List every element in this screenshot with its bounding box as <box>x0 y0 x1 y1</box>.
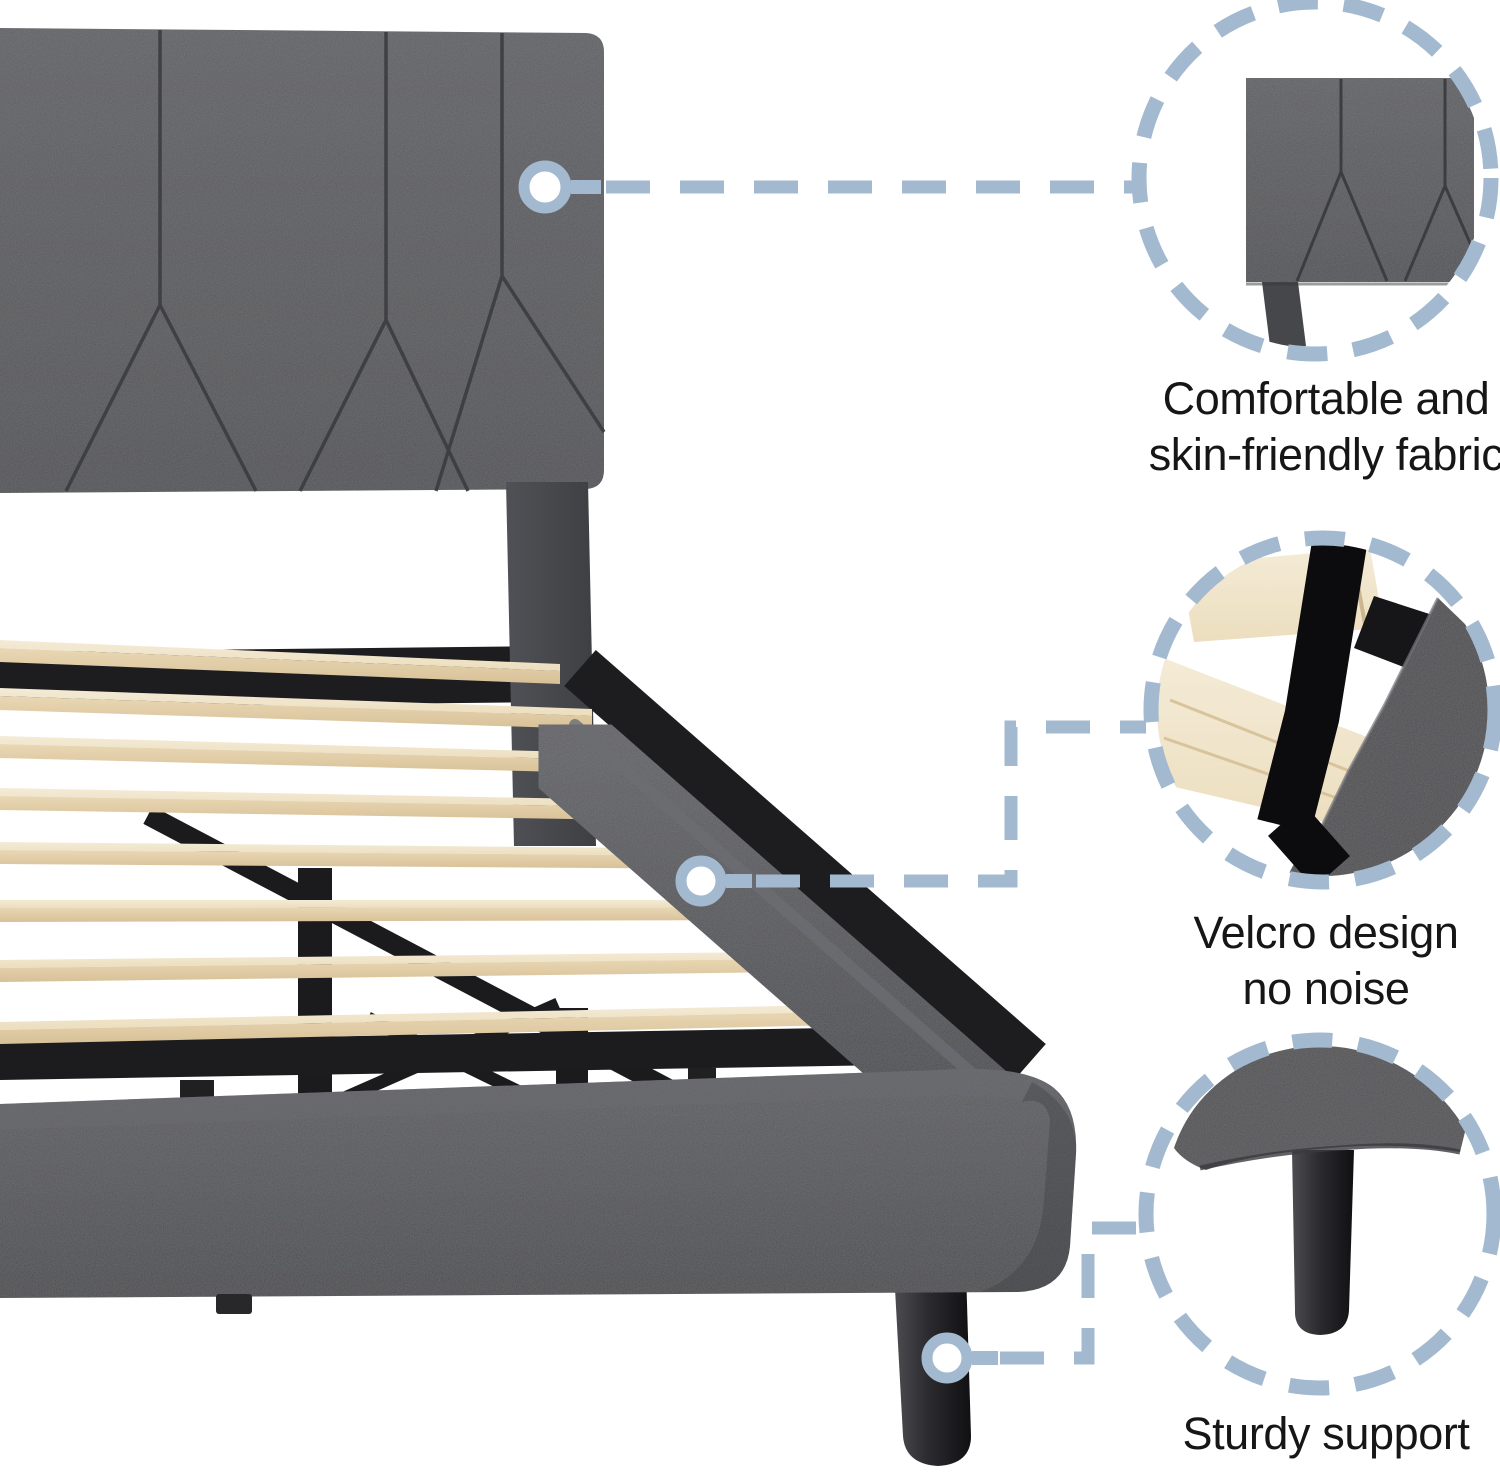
callouts <box>518 160 1146 1384</box>
foot-rail-metal-foot <box>216 1294 252 1314</box>
side-metal-rail <box>564 649 1046 1081</box>
inset-dashed-circle <box>1138 1032 1500 1396</box>
inset-corner-fabric <box>1174 1046 1468 1170</box>
inset-dashed-circle <box>1143 530 1500 890</box>
velcro-strap <box>1257 544 1368 876</box>
caption-line: Comfortable and <box>1162 373 1490 424</box>
foot-rail-top-face <box>0 1069 1032 1130</box>
inset-fabric-closeup <box>1131 0 1499 362</box>
inset-stitch-seams <box>1295 79 1476 282</box>
callout-marker-fabric <box>518 160 601 214</box>
foot-rail-upholstered <box>0 1068 1077 1314</box>
connector-velcro-dashed-line <box>756 720 1146 888</box>
inset-velcro-closeup <box>1143 530 1500 890</box>
caption-line: no noise <box>1242 963 1410 1014</box>
caption-line: Velcro design <box>1193 907 1459 958</box>
callout-marker-support <box>921 1332 998 1384</box>
feature-caption-support: Sturdy support <box>1126 1406 1500 1462</box>
headboard-panel <box>0 28 604 493</box>
inset-headboard-leg <box>1262 282 1306 346</box>
inset-dashed-circle <box>1131 0 1499 362</box>
side-rail-top-highlight <box>569 719 1016 1113</box>
foot-rail-corner-shade <box>980 1082 1077 1292</box>
slat <box>0 1003 927 1044</box>
slat-group <box>0 640 965 1120</box>
inset-support-closeup <box>1138 1032 1500 1396</box>
inset-cylinder-leg <box>1292 1150 1354 1335</box>
headboard-corner-photo <box>1246 78 1476 346</box>
feature-caption-fabric: Comfortable and skin-friendly fabric <box>1126 371 1500 483</box>
velcro-slat-photo <box>1157 544 1489 876</box>
bed-leg-photo <box>1174 1046 1468 1335</box>
slat <box>0 736 643 774</box>
slat <box>0 688 592 729</box>
slat <box>0 951 868 982</box>
callout-marker-velcro <box>675 855 752 907</box>
headboard <box>0 28 606 493</box>
side-rail-upholstered <box>513 696 1053 1182</box>
caption-line: skin-friendly fabric <box>1148 429 1500 480</box>
inset-lower-slat <box>1157 656 1380 834</box>
slat <box>0 900 809 922</box>
feature-caption-velcro: Velcro design no noise <box>1126 905 1500 1017</box>
slat <box>0 640 560 684</box>
slat <box>0 788 697 821</box>
headboard-stitch-seams <box>64 30 606 492</box>
bed-frame <box>0 28 1077 1466</box>
caption-line: Sturdy support <box>1182 1408 1470 1459</box>
slat <box>0 842 752 869</box>
inset-rail-fabric <box>1286 598 1489 876</box>
connector-support-dashed-line <box>1000 1221 1141 1365</box>
